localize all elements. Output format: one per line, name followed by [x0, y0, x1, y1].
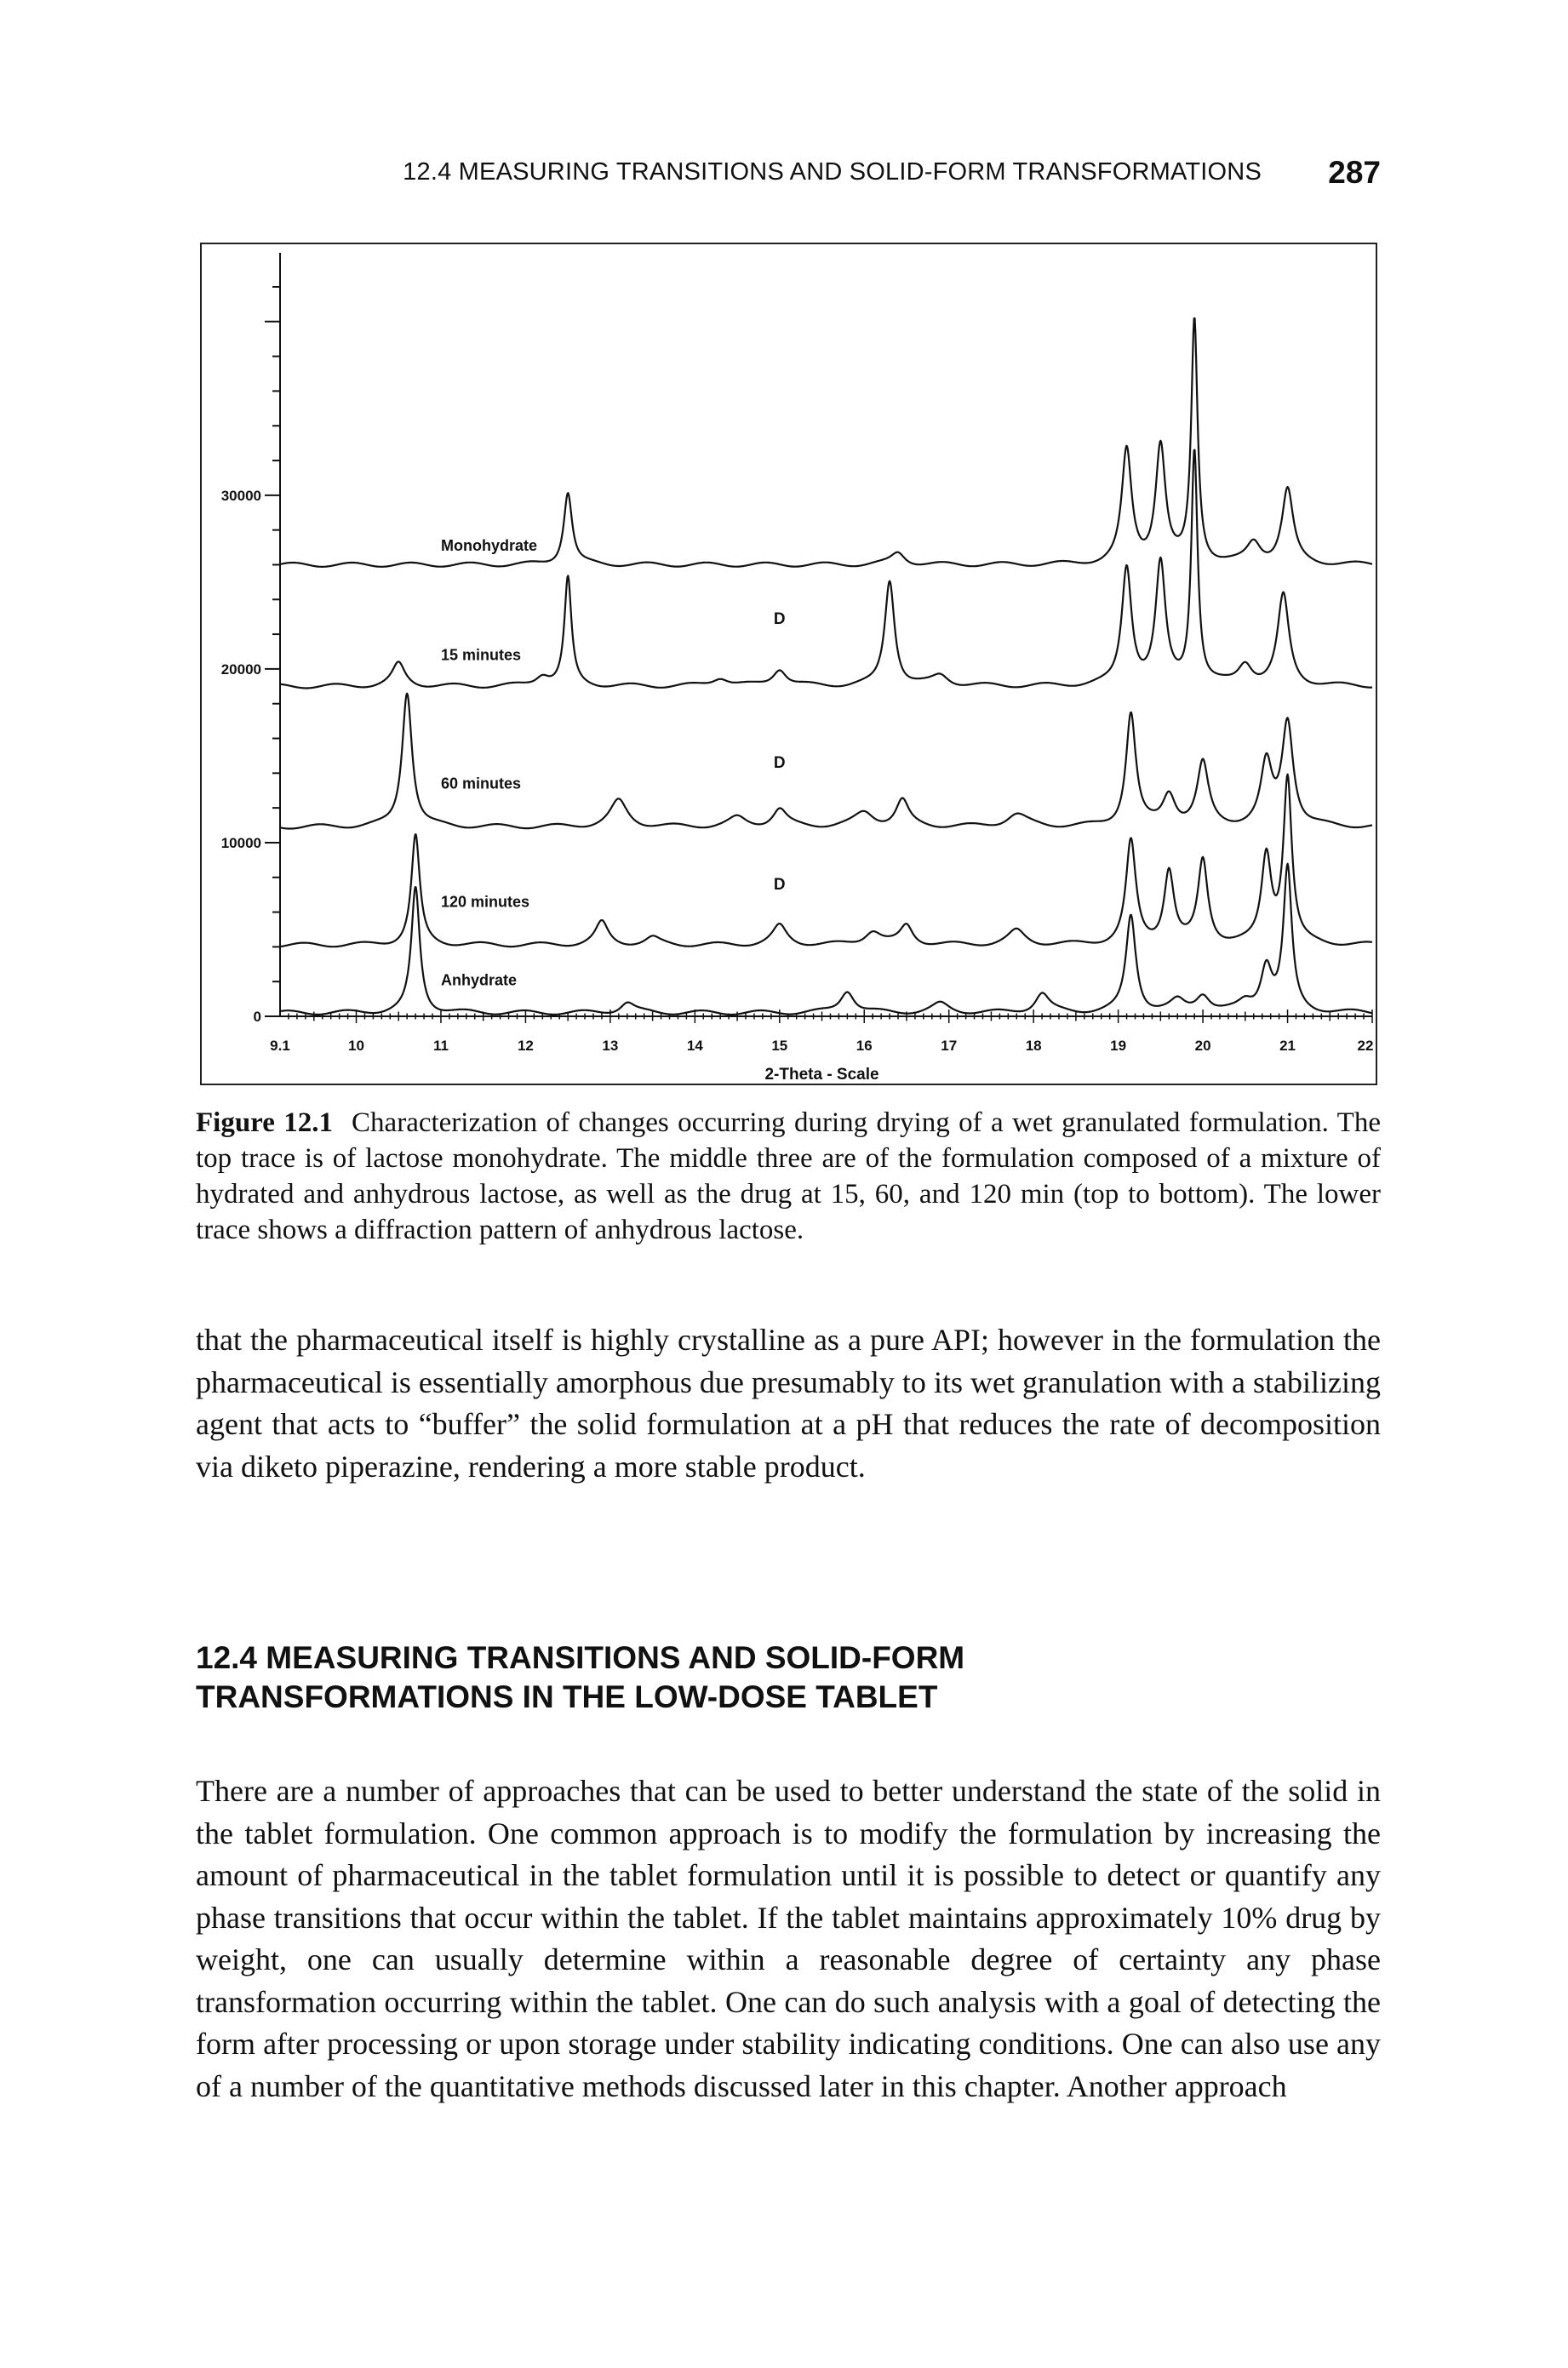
trace-label: 15 minutes [441, 647, 521, 664]
trace-label: Monohydrate [441, 537, 537, 554]
x-tick-label: 14 [687, 1038, 703, 1054]
section-heading-line-2: TRANSFORMATIONS IN THE LOW-DOSE TABLET [196, 1679, 938, 1714]
section-heading: 12.4 MEASURING TRANSITIONS AND SOLID-FOR… [196, 1639, 1381, 1717]
y-tick-label: 10000 [221, 835, 261, 851]
y-tick-label: 20000 [221, 661, 261, 678]
peak-annotation-d: D [774, 610, 786, 628]
figure-caption-text: Characterization of changes occurring du… [196, 1107, 1381, 1245]
x-tick-label: 19 [1110, 1038, 1126, 1054]
figure-label: Figure 12.1 [196, 1107, 334, 1138]
running-head: 12.4 MEASURING TRANSITIONS AND SOLID-FOR… [196, 155, 1381, 192]
y-tick-label: 30000 [221, 488, 261, 504]
x-tick-label: 11 [433, 1038, 449, 1054]
trace-60-minutes [279, 692, 1373, 830]
body-paragraph-2: There are a number of approaches that ca… [196, 1774, 1381, 2103]
section-heading-line-1: 12.4 MEASURING TRANSITIONS AND SOLID-FOR… [196, 1640, 965, 1675]
trace-120-minutes [279, 773, 1373, 948]
xrd-chart: 0 10000 20000 30000 9.1 10 11 12 13 14 15 16 17 18 19 2… [221, 253, 1374, 1084]
peak-annotation-d: D [774, 754, 786, 772]
x-tick-label: 18 [1026, 1038, 1042, 1054]
x-tick-label: 15 [771, 1038, 787, 1054]
x-tick-label: 12 [518, 1038, 534, 1054]
x-axis-label: 2-Theta - Scale [764, 1066, 878, 1084]
x-tick-label: 10 [348, 1038, 364, 1054]
peak-annotation-d: D [774, 876, 786, 894]
trace-label: Anhydrate [441, 971, 517, 988]
page-number: 287 [1328, 155, 1381, 190]
figure-12-1: 0 10000 20000 30000 9.1 10 11 12 13 14 15 16 17 18 19 2… [200, 243, 1377, 1085]
x-tick-label: 16 [856, 1038, 873, 1054]
trace-anhydrate [279, 862, 1373, 1016]
x-tick-label: 22 [1358, 1038, 1374, 1054]
trace-label: 120 minutes [441, 893, 529, 910]
y-tick-label: 0 [254, 1009, 261, 1025]
x-tick-label: 17 [941, 1038, 957, 1054]
x-tick-label: 9.1 [270, 1038, 290, 1054]
body-paragraph-1: that the pharmaceutical itself is highly… [196, 1323, 1381, 1484]
trace-15-minutes [279, 449, 1373, 689]
trace-label: 60 minutes [441, 775, 521, 792]
trace-monohydrate [279, 317, 1373, 568]
running-head-title: 12.4 MEASURING TRANSITIONS AND SOLID-FOR… [403, 158, 1262, 186]
x-tick-label: 20 [1195, 1038, 1211, 1054]
x-tick-label: 13 [602, 1038, 618, 1054]
x-tick-label: 21 [1279, 1038, 1296, 1054]
